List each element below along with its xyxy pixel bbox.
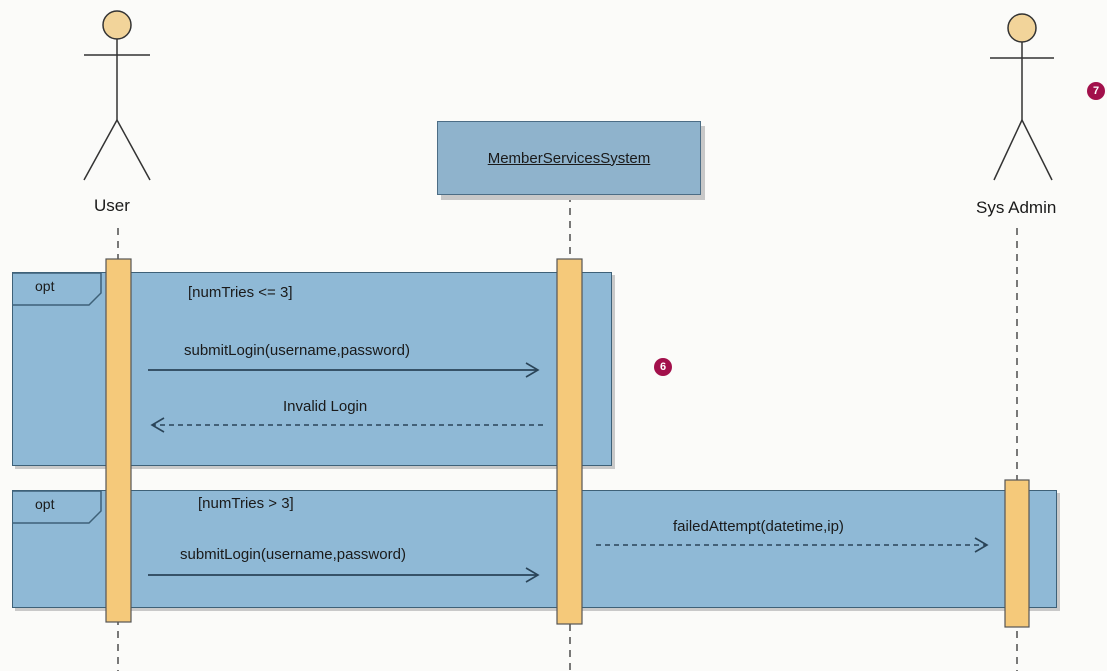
- sysadmin-actor-label: Sys Admin: [976, 198, 1057, 217]
- fragment-tag-shape: [13, 491, 102, 524]
- fragment-operator: opt: [35, 278, 55, 294]
- opt-fragment-2: opt: [12, 490, 1057, 608]
- fragment-2-guard: [numTries > 3]: [198, 495, 294, 512]
- fragment-1-guard: [numTries <= 3]: [188, 284, 293, 301]
- system-object-box: MemberServicesSystem: [437, 121, 701, 195]
- sysadmin-activation-bar: [1004, 479, 1030, 628]
- message-label-submitlogin-1: submitLogin(username,password): [184, 342, 410, 359]
- sysadmin-actor-icon: [990, 13, 1054, 181]
- message-label-invalid-login: Invalid Login: [283, 398, 368, 415]
- fragment-tag-shape: [13, 273, 102, 306]
- system-object-name: MemberServicesSystem: [487, 149, 651, 167]
- callout-badge-7: 7: [1087, 82, 1105, 100]
- user-actor-icon: [83, 10, 151, 181]
- fragment-operator: opt: [35, 496, 55, 512]
- user-activation-bar: [105, 258, 132, 623]
- message-label-failed-attempt: failedAttempt(datetime,ip): [673, 518, 844, 535]
- message-label-submitlogin-2: submitLogin(username,password): [180, 546, 406, 563]
- callout-badge-6: 6: [654, 358, 672, 376]
- system-activation-bar: [556, 258, 583, 625]
- user-actor-label: User: [94, 196, 130, 215]
